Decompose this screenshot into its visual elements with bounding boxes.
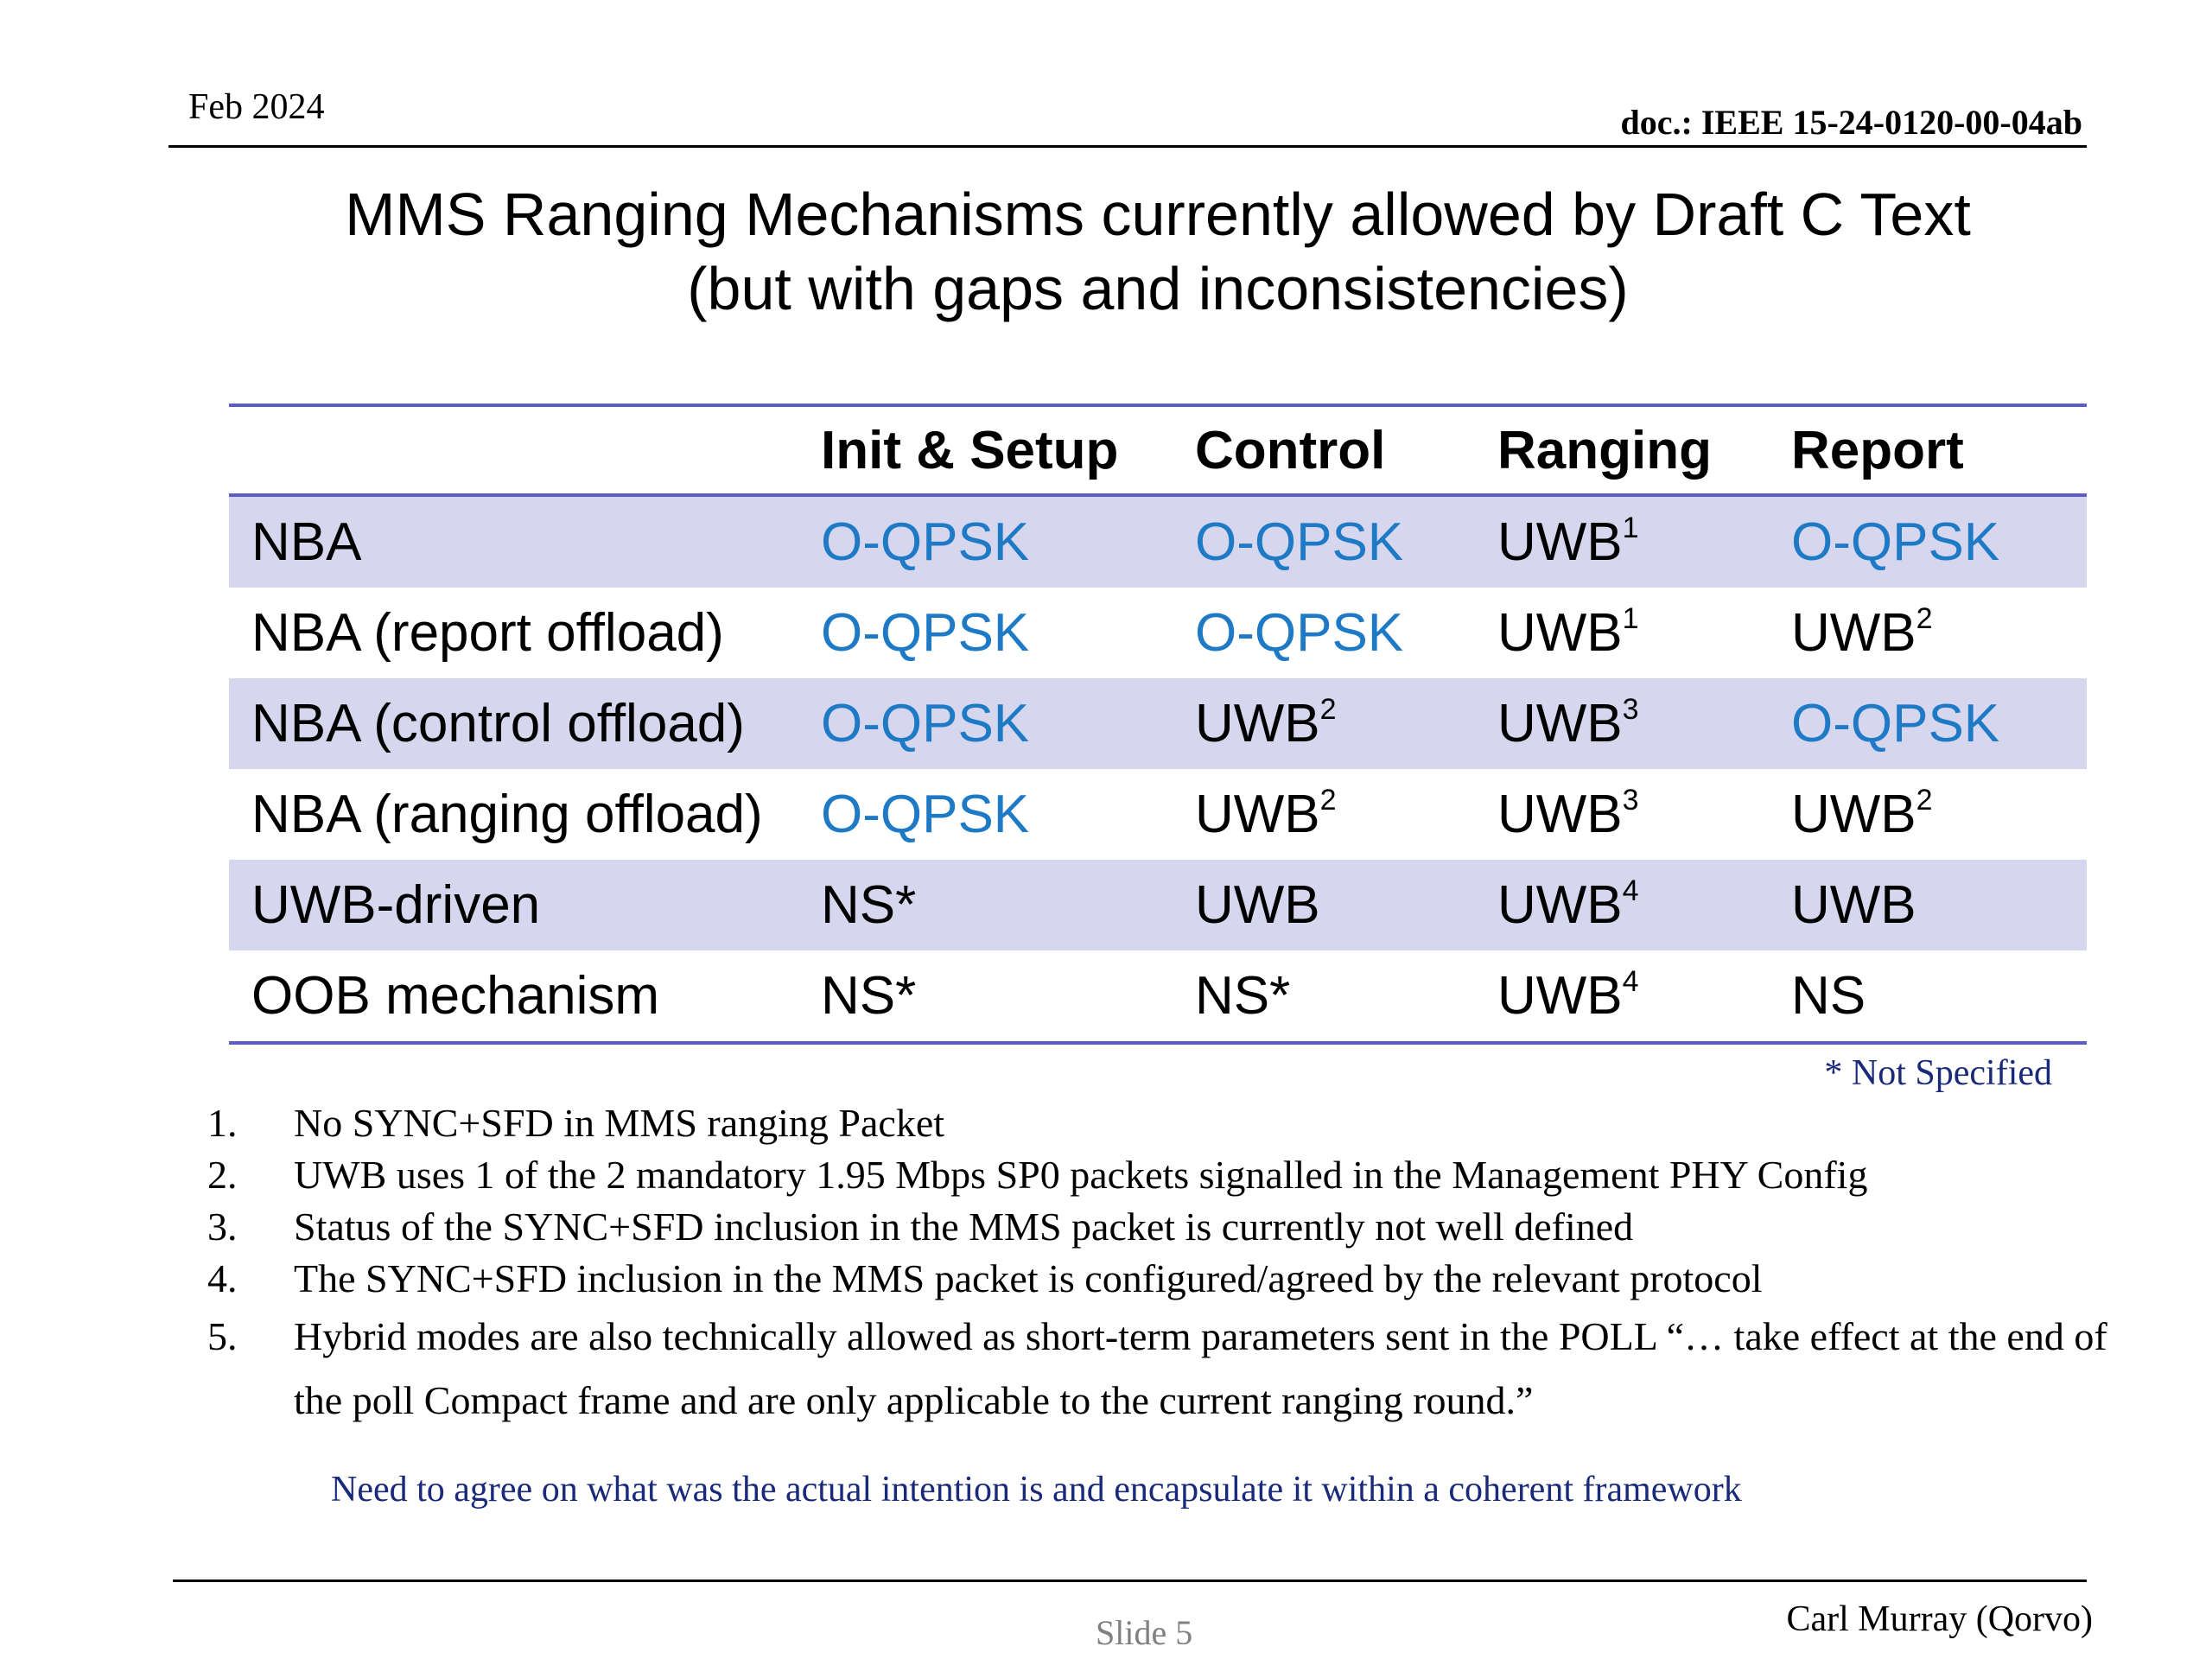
footer-author: Carl Murray (Qorvo) <box>1786 1599 2093 1639</box>
row-label: NBA <box>229 495 821 588</box>
header-doc-id: doc.: IEEE 15-24-0120-00-04ab <box>1620 103 2082 142</box>
table-cell: O-QPSK <box>1791 678 2087 769</box>
table-header-cell: Ranging <box>1497 405 1791 497</box>
table-row: UWB-driven NS* UWB UWB4 UWB <box>229 860 2087 950</box>
row-label: UWB-driven <box>229 860 821 950</box>
table-row: NBA (ranging offload) O-QPSK UWB2 UWB3 U… <box>229 769 2087 860</box>
slide-title-line1: MMS Ranging Mechanisms currently allowed… <box>345 181 1971 248</box>
table-row: NBA O-QPSK O-QPSK UWB1 O-QPSK <box>229 495 2087 588</box>
header-rule <box>168 145 2087 148</box>
table-cell: O-QPSK <box>821 603 1030 663</box>
table-cell: UWB4 <box>1497 860 1791 950</box>
table-header-cell: Report <box>1791 405 2087 497</box>
slide-number: Slide 5 <box>1096 1613 1193 1652</box>
not-specified-note: * Not Specified <box>1824 1053 2052 1093</box>
slide-title: MMS Ranging Mechanisms currently allowed… <box>0 177 2212 326</box>
footer-rule <box>173 1580 2087 1582</box>
ranging-mechanisms-table: Init & Setup Control Ranging Report NBA … <box>229 404 2087 1045</box>
table-cell: O-QPSK <box>821 785 1030 844</box>
footnote-item: 5.Hybrid modes are also technically allo… <box>207 1314 2107 1422</box>
table-header-cell <box>229 405 821 497</box>
table-cell: UWB <box>1195 860 1497 950</box>
table-cell: O-QPSK <box>821 495 1195 588</box>
table-header-cell: Control <box>1195 405 1497 497</box>
table-cell: UWB1 <box>1497 602 1639 663</box>
table-cell: UWB3 <box>1497 784 1639 844</box>
table-cell: NS* <box>821 966 917 1026</box>
table-row: NBA (control offload) O-QPSK UWB2 UWB3 O… <box>229 678 2087 769</box>
footnote-list: 1.No SYNC+SFD in MMS ranging Packet 2.UW… <box>207 1097 2108 1433</box>
table-cell: O-QPSK <box>1791 495 2087 588</box>
table-cell: NS <box>1791 966 1866 1026</box>
row-label: NBA (control offload) <box>229 678 821 769</box>
table-cell: UWB <box>1791 860 2087 950</box>
footnote-item: 4.The SYNC+SFD inclusion in the MMS pack… <box>207 1256 1763 1300</box>
row-label: OOB mechanism <box>251 966 660 1026</box>
table-cell: UWB4 <box>1497 965 1639 1026</box>
table-cell: UWB2 <box>1791 602 1933 663</box>
row-label: NBA (report offload) <box>251 603 724 663</box>
table-row: OOB mechanism NS* NS* UWB4 NS <box>229 950 2087 1043</box>
slide-title-line2: (but with gaps and inconsistencies) <box>687 255 1629 322</box>
table-header-cell: Init & Setup <box>821 405 1195 497</box>
conclusion-text: Need to agree on what was the actual int… <box>331 1470 1742 1510</box>
table-cell: UWB2 <box>1791 784 1933 844</box>
table-row: NBA (report offload) O-QPSK O-QPSK UWB1 … <box>229 588 2087 678</box>
table-cell: O-QPSK <box>821 678 1195 769</box>
table-cell: NS* <box>821 860 1195 950</box>
table-header-row: Init & Setup Control Ranging Report <box>229 405 2087 497</box>
row-label: NBA (ranging offload) <box>251 785 763 844</box>
table-cell: O-QPSK <box>1195 603 1404 663</box>
table-cell: NS* <box>1195 966 1291 1026</box>
table-cell: UWB1 <box>1497 495 1791 588</box>
header-date: Feb 2024 <box>188 87 325 127</box>
footnote-item: 2.UWB uses 1 of the 2 mandatory 1.95 Mbp… <box>207 1153 1868 1197</box>
table-cell: UWB2 <box>1195 784 1337 844</box>
footnote-item: 3.Status of the SYNC+SFD inclusion in th… <box>207 1205 1634 1249</box>
table-cell: O-QPSK <box>1195 495 1497 588</box>
table-cell: UWB3 <box>1497 678 1791 769</box>
footnote-item: 1.No SYNC+SFD in MMS ranging Packet <box>207 1101 945 1145</box>
table-cell: UWB2 <box>1195 678 1497 769</box>
